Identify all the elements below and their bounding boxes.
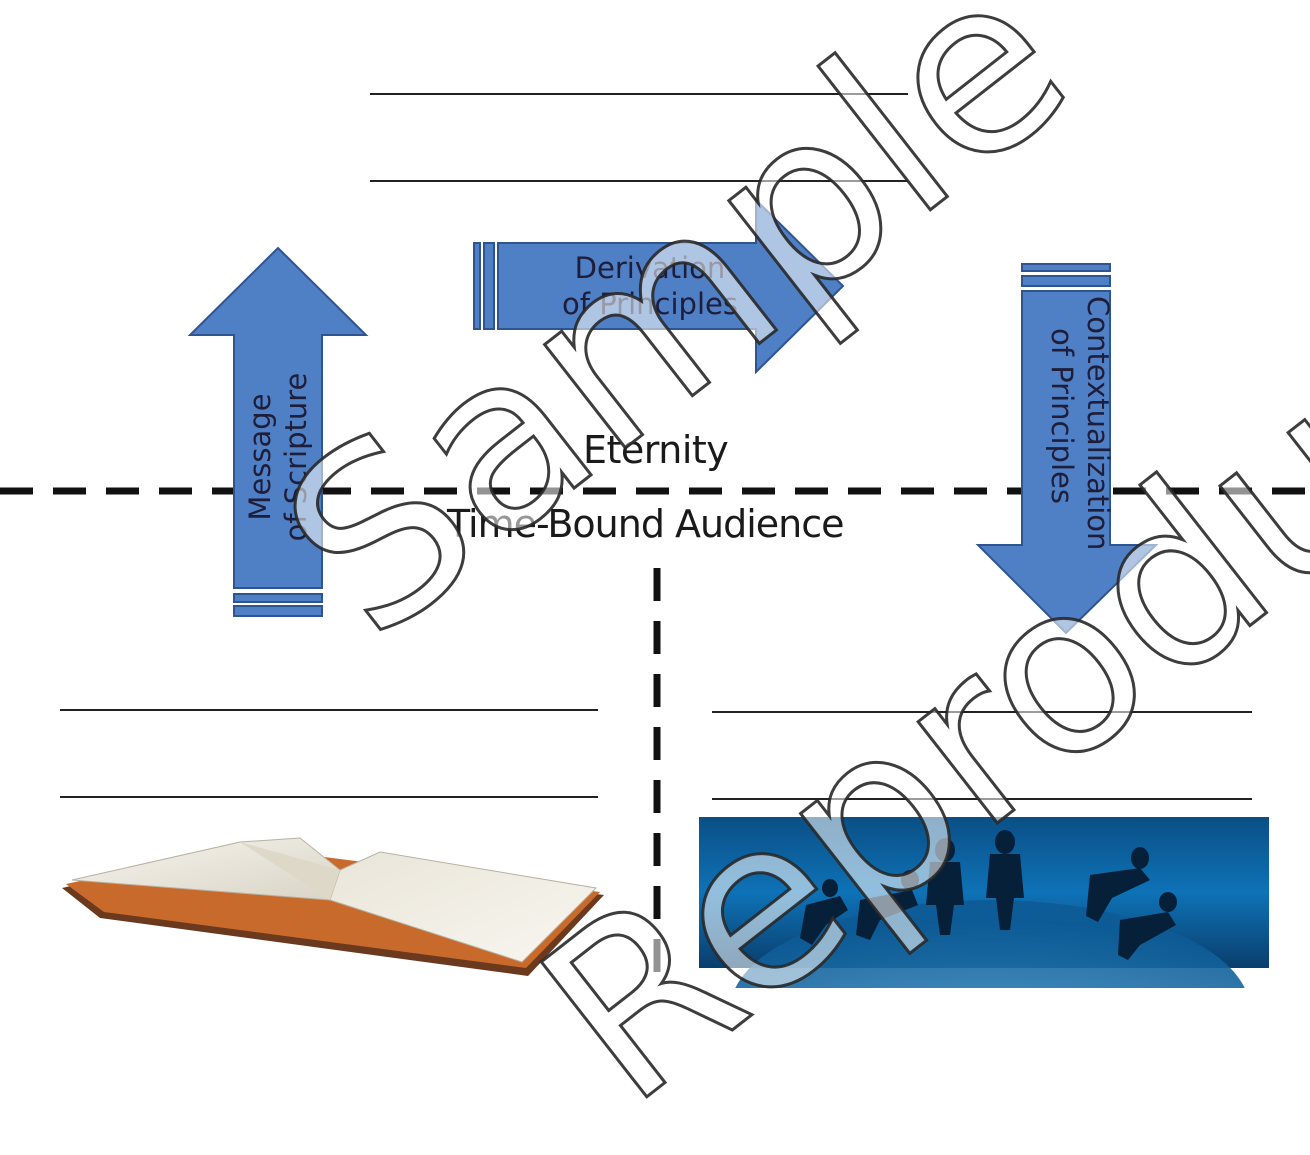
- message-line-2: of Scripture: [279, 372, 313, 542]
- contextualization-line-1: Contextualization: [1081, 296, 1115, 551]
- derivation-line-1: Derivation: [574, 251, 726, 285]
- open-book-image: [62, 837, 604, 976]
- time-bound-audience-label: Time-Bound Audience: [447, 502, 845, 546]
- people-silhouettes-image: [699, 817, 1269, 988]
- contextualization-line-2: of Principles: [1045, 328, 1079, 504]
- diagram-canvas: [0, 93, 1310, 988]
- message-arrow: [187, 246, 369, 617]
- derivation-arrow: [473, 197, 845, 375]
- contextualization-arrow-label: Contextualization of Principles: [1044, 296, 1116, 551]
- eternity-label: Eternity: [583, 428, 729, 472]
- contextualization-arrow: [975, 263, 1159, 635]
- message-arrow-label: Message of Scripture: [242, 362, 314, 552]
- derivation-arrow-label: Derivation of Principles: [520, 250, 780, 322]
- message-line-1: Message: [243, 393, 277, 521]
- derivation-line-2: of Principles: [562, 287, 738, 321]
